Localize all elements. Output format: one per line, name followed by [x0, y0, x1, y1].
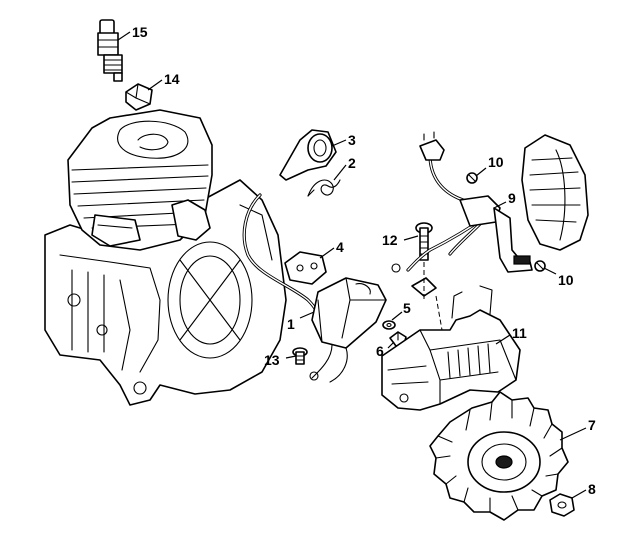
callout-10-lower: 10	[558, 272, 574, 288]
callout-13: 13	[264, 352, 280, 368]
leader-5	[391, 311, 403, 321]
callout-7: 7	[588, 417, 596, 433]
washer	[382, 320, 396, 330]
leader-13	[285, 355, 297, 359]
callout-15: 15	[132, 24, 148, 40]
leader-11	[495, 334, 511, 345]
screw-13	[292, 347, 308, 365]
right-cover	[521, 134, 589, 251]
plug-cap	[125, 83, 153, 111]
leader-8	[571, 489, 587, 499]
screw-10-lower	[534, 260, 546, 272]
callout-12: 12	[382, 232, 398, 248]
flywheel	[429, 391, 569, 521]
spring-clip	[307, 179, 341, 197]
assembly-line-9	[435, 295, 443, 331]
guide-frame	[381, 285, 521, 411]
callout-6: 6	[376, 343, 384, 359]
callout-3: 3	[348, 132, 356, 148]
leader-10-upper	[475, 167, 487, 177]
ignition-module	[309, 277, 387, 383]
leader-9	[493, 201, 507, 209]
callout-11: 11	[512, 325, 527, 341]
leader-1	[299, 311, 315, 319]
leader-12	[403, 235, 419, 241]
leader-10-lower	[543, 267, 557, 275]
leader-2	[333, 164, 347, 181]
callout-4: 4	[336, 239, 344, 255]
wiring-harness	[391, 131, 533, 297]
flywheel-nut	[549, 493, 575, 517]
leader-3	[331, 139, 347, 147]
callout-14: 14	[164, 71, 180, 87]
leader-7	[559, 427, 587, 441]
bracket	[284, 251, 327, 285]
leader-14	[147, 79, 163, 91]
callout-8: 8	[588, 481, 596, 497]
screw-12	[415, 222, 433, 261]
leader-6	[387, 341, 395, 349]
spark-plug-boot	[279, 129, 337, 181]
callout-9: 9	[508, 190, 516, 206]
callout-5: 5	[403, 300, 411, 316]
callout-1: 1	[287, 316, 295, 332]
spark-plug	[97, 19, 123, 82]
leader-15	[117, 31, 131, 41]
leader-4	[319, 247, 335, 259]
screw-10-upper	[466, 172, 478, 184]
cylinder	[67, 109, 213, 251]
callout-2: 2	[348, 155, 356, 171]
callout-10-upper: 10	[488, 154, 504, 170]
